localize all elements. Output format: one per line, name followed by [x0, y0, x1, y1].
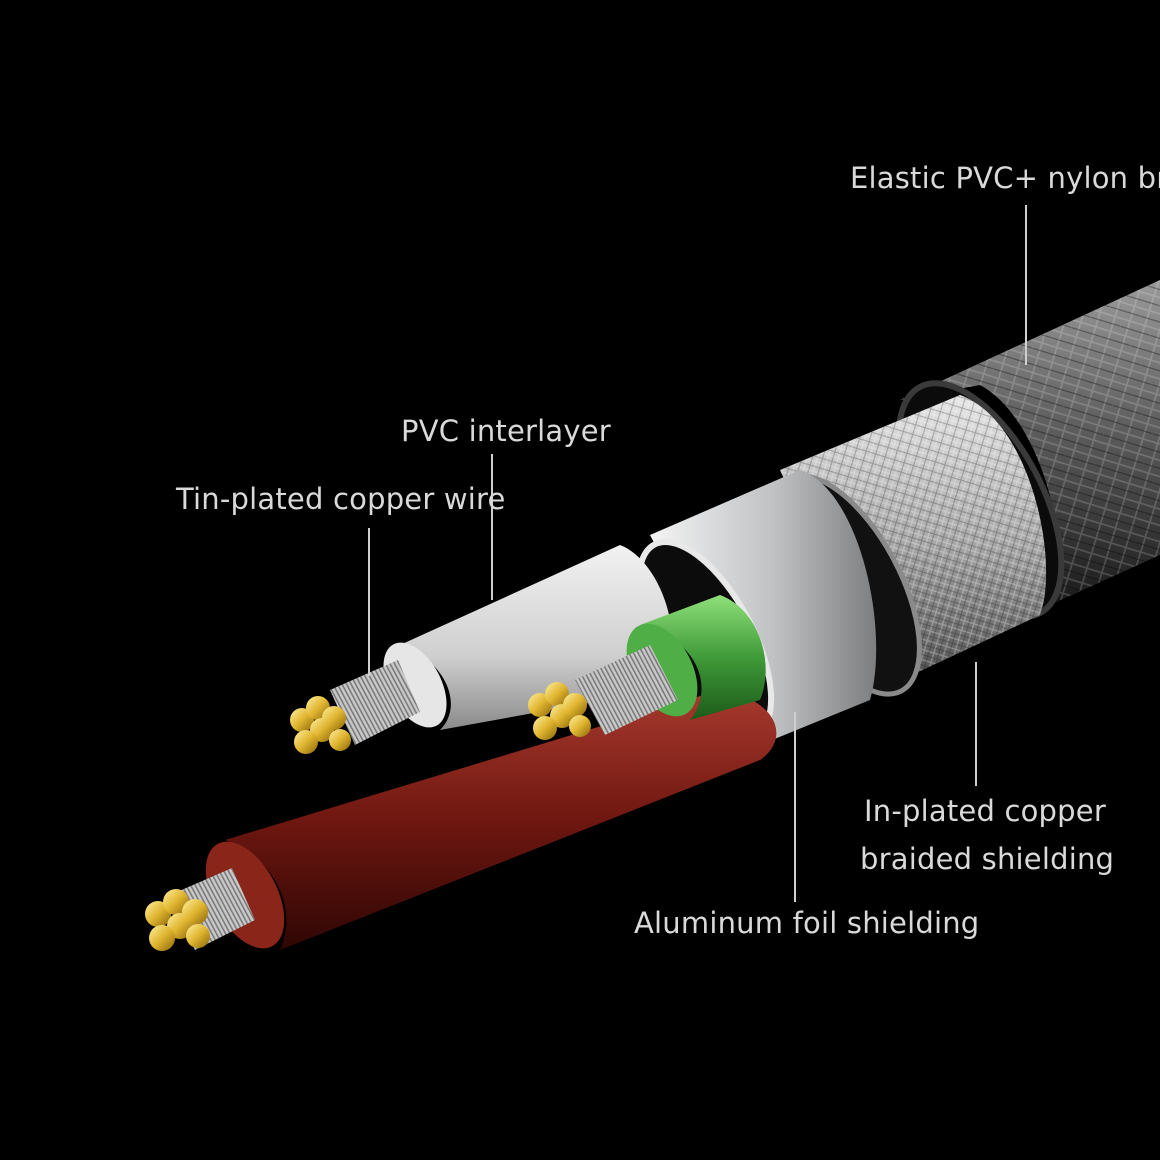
green-wire-body — [640, 595, 766, 720]
label-braid-line1: In-plated copper — [864, 794, 1106, 828]
label-conductor: Tin-plated copper wire — [176, 482, 506, 516]
leader-conductor — [368, 528, 370, 676]
red-wire-body — [225, 690, 777, 950]
gold-conductor-bottom — [145, 889, 210, 951]
leader-outer-jacket — [1025, 205, 1027, 365]
label-outer-jacket: Elastic PVC+ nylon braid — [850, 161, 1160, 195]
label-interlayer: PVC interlayer — [401, 414, 611, 448]
label-braid-line2: braided shielding — [860, 842, 1115, 876]
aluminum-foil-body — [650, 470, 877, 745]
label-foil: Aluminum foil shielding — [634, 906, 980, 940]
leader-interlayer — [491, 454, 493, 600]
gold-conductor-top — [290, 696, 351, 754]
gold-conductor-middle — [528, 682, 591, 740]
leader-braid — [975, 662, 977, 786]
leader-foil — [794, 712, 796, 902]
